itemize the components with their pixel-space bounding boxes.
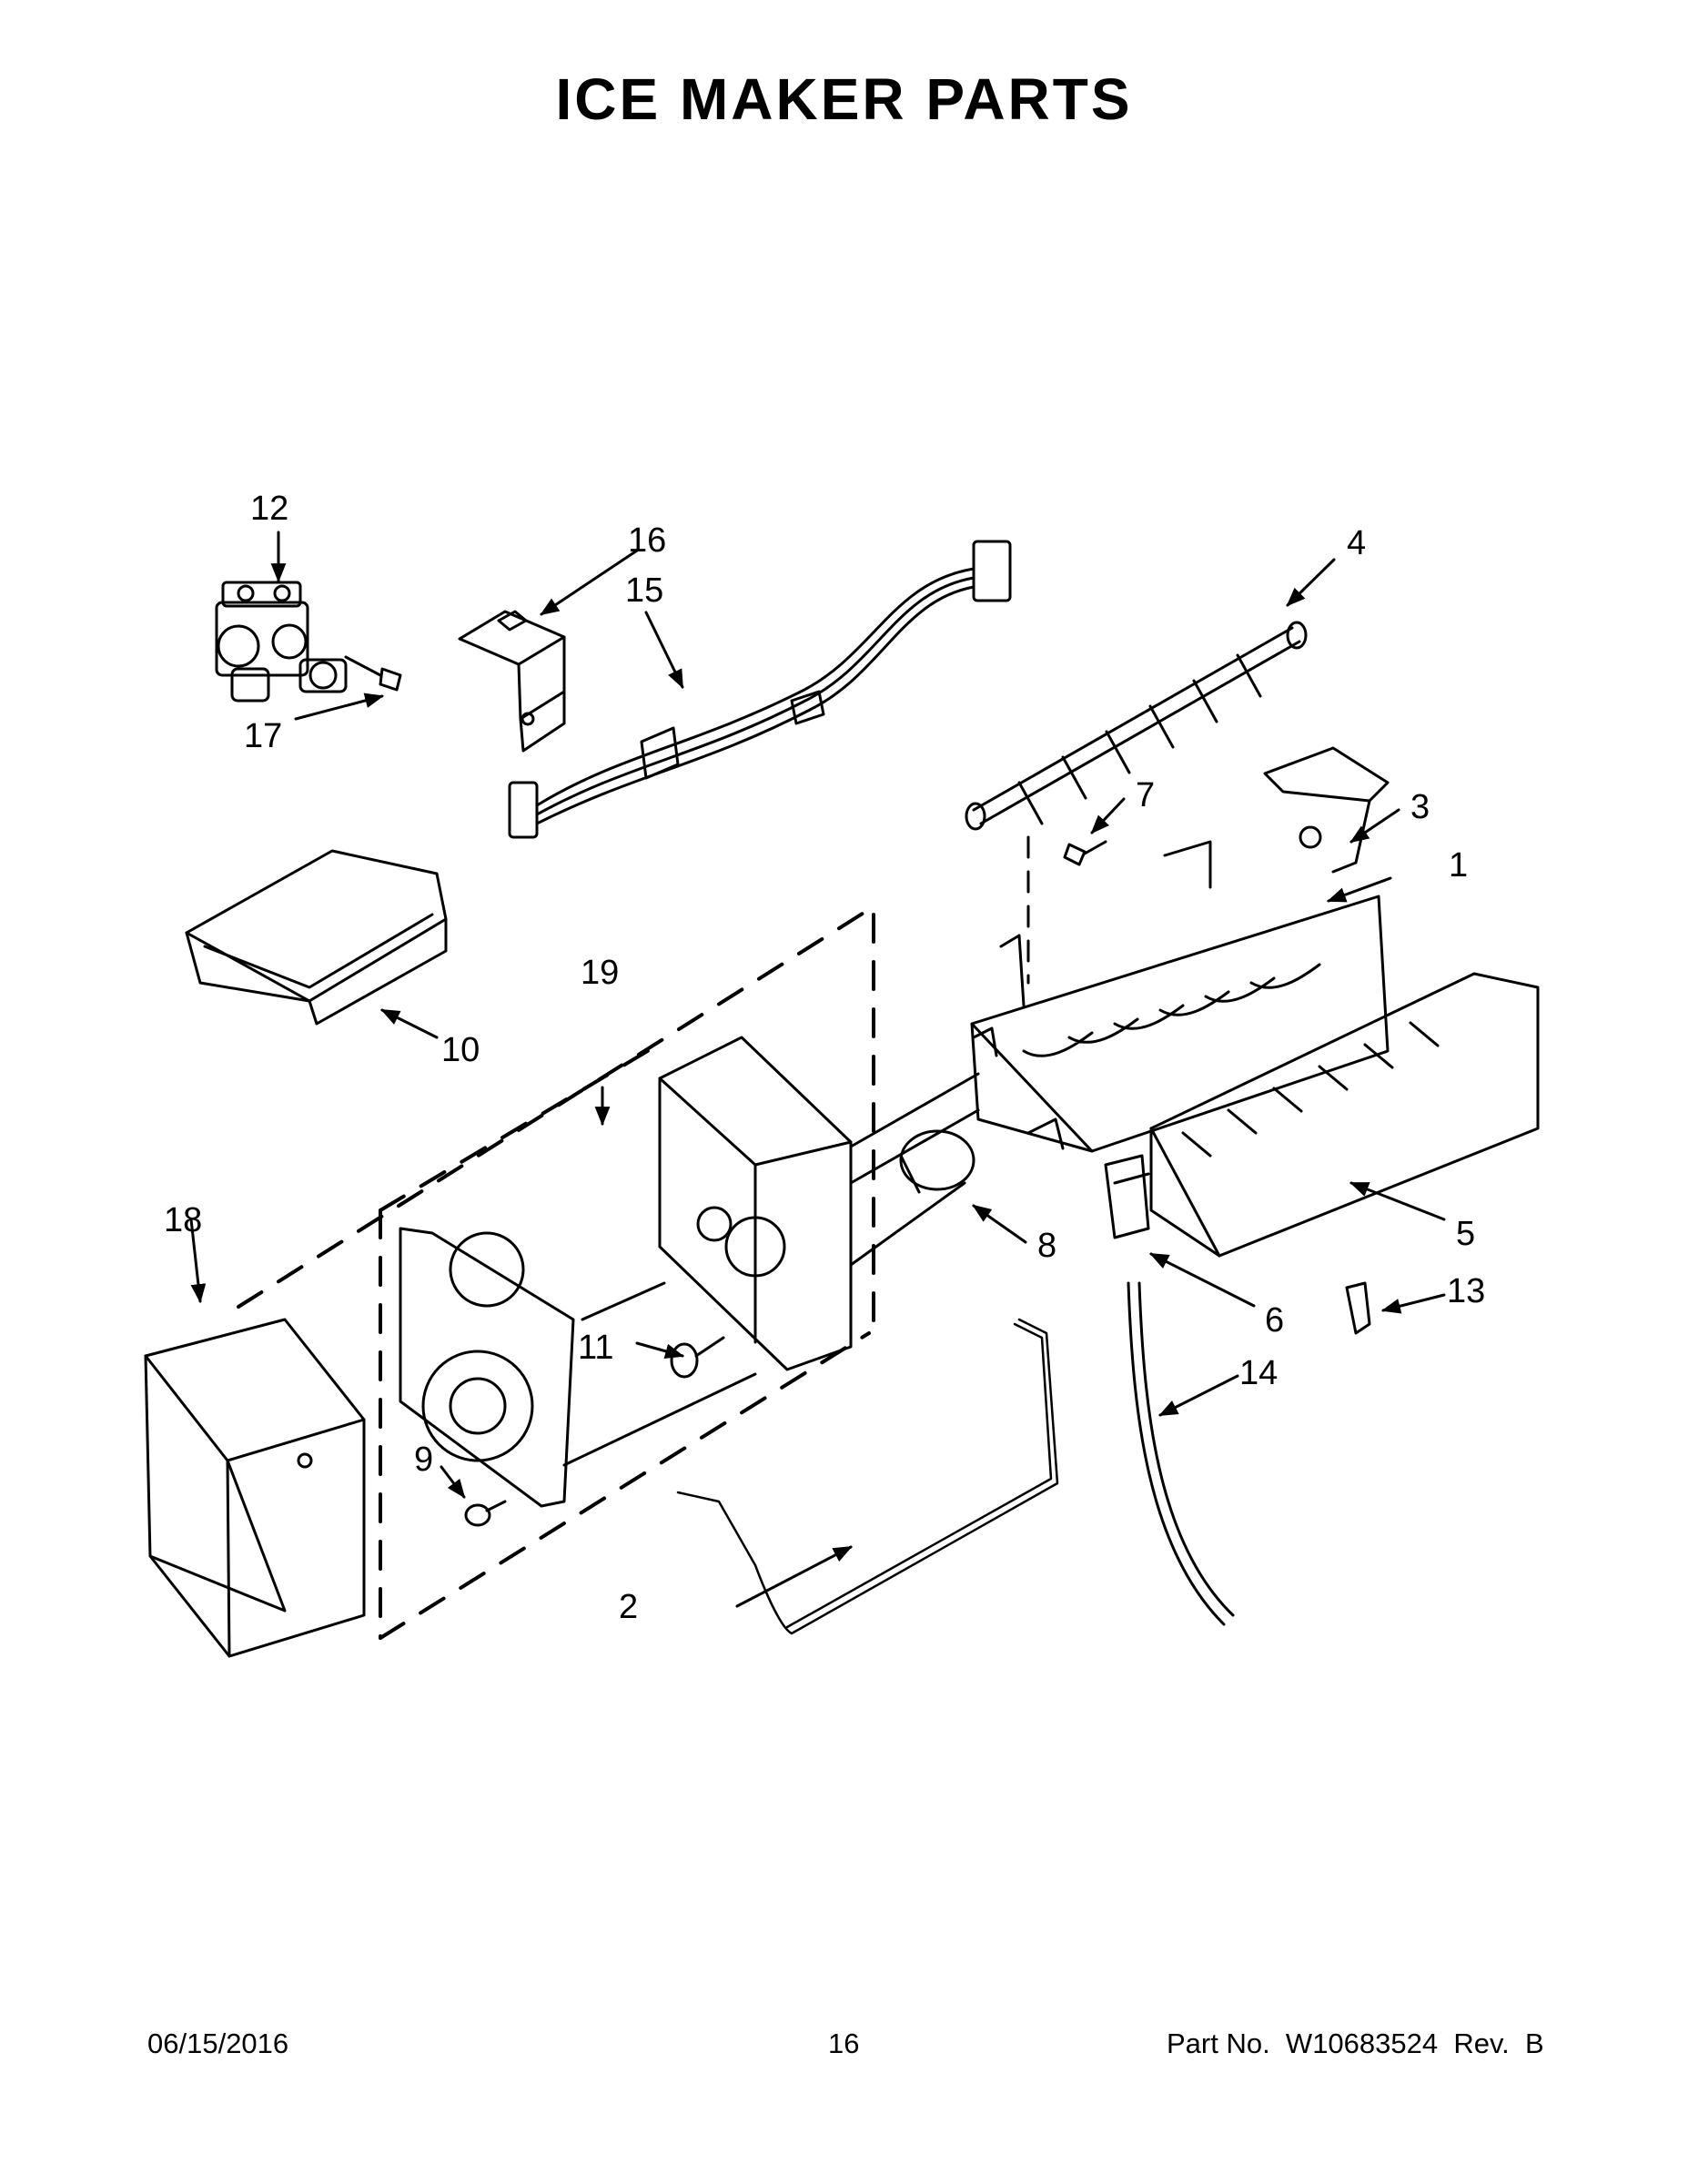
callout-16: 16 [628, 521, 667, 560]
callout-1: 1 [1449, 846, 1469, 885]
callout-5: 5 [1456, 1215, 1476, 1253]
mold-tray-icon [970, 840, 1390, 1153]
screw-icon-9 [464, 1500, 507, 1527]
leader-arrows [189, 531, 1446, 1608]
callout-7: 7 [1136, 776, 1156, 814]
footer-part-number: Part No. W10683524 Rev. B [1167, 2027, 1544, 2059]
fill-cup-icon [1263, 746, 1390, 874]
callout-17: 17 [244, 717, 283, 755]
thermostat-icon [899, 1026, 1065, 1194]
callout-8: 8 [1037, 1227, 1057, 1265]
callout-19: 19 [581, 954, 620, 992]
bracket-icon [458, 610, 566, 753]
footer-page-number: 16 [828, 2027, 860, 2059]
callout-9: 9 [414, 1441, 434, 1479]
page-title: ICE MAKER PARTS [555, 66, 1133, 132]
wire-harness-icon [508, 540, 1012, 839]
plug-icon [1345, 1281, 1371, 1335]
footer-date: 06/15/2016 [147, 2027, 289, 2059]
stripper-icon [1149, 972, 1540, 1258]
water-valve-icon [215, 581, 402, 703]
tray-icon [185, 849, 448, 1026]
drive-motor-icon [399, 1227, 757, 1508]
callout-11: 11 [578, 1329, 614, 1367]
screw-icon-7 [1063, 840, 1107, 866]
callout-12: 12 [250, 490, 289, 528]
housing-icon [658, 1036, 980, 1371]
callout-15: 15 [625, 571, 664, 610]
screw-icon-11 [670, 1336, 725, 1379]
callout-14: 14 [1239, 1354, 1279, 1392]
callout-4: 4 [1347, 524, 1367, 562]
ejector-icon [965, 621, 1308, 831]
module-assembly-outline [237, 904, 877, 1640]
shutoff-arm-icon [676, 1318, 1059, 1635]
cover-icon [144, 1318, 366, 1658]
tube-icon [1127, 1281, 1235, 1626]
callout-18: 18 [164, 1201, 203, 1239]
clip-icon [1104, 1154, 1150, 1239]
callout-10: 10 [441, 1031, 480, 1069]
callout-3: 3 [1410, 788, 1430, 826]
callout-2: 2 [619, 1588, 639, 1626]
callout-6: 6 [1265, 1301, 1285, 1340]
callout-13: 13 [1447, 1272, 1486, 1310]
